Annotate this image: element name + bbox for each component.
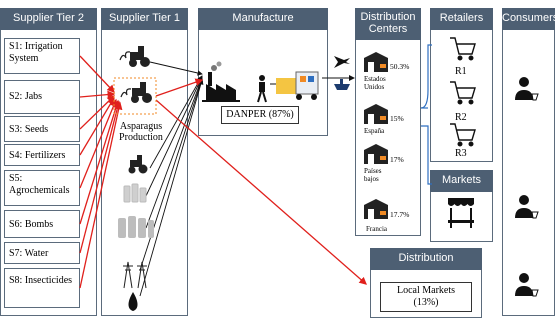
dc-share-1: 50.3%	[390, 62, 410, 71]
supplier-s5: S5: Agrochemicals	[4, 170, 80, 206]
warehouse-icon-1	[364, 52, 388, 72]
distribution-centers-header: Distribution Centers	[355, 8, 421, 40]
distribution-header: Distribution	[370, 248, 482, 270]
supplier-s7: S7: Water	[4, 242, 80, 264]
dc-name-2: España	[364, 127, 385, 135]
cart-icon-1	[450, 37, 476, 61]
ship-icon	[334, 79, 350, 90]
warehouse-icon-3	[364, 144, 388, 164]
manufacture-header: Manufacture	[198, 8, 328, 30]
supplier-s8: S8: Insecticides	[4, 268, 80, 308]
tractor-icon	[119, 46, 150, 67]
tier1-to-manufacture-arrows	[139, 61, 204, 297]
asparagus-tractor-icon	[120, 82, 152, 103]
tractor-small-icon	[128, 155, 148, 174]
supplier-tier2-header: Supplier Tier 2	[0, 8, 97, 30]
distribution-arrows	[420, 44, 432, 185]
supplier-s6: S6: Bombs	[4, 210, 80, 238]
supplier-s2: S2: Jabs	[4, 80, 80, 114]
oil-drop-icon	[128, 292, 138, 311]
airplane-icon	[334, 56, 350, 68]
supplier-s4: S4: Fertilizers	[4, 144, 80, 166]
retailers-column	[430, 8, 493, 162]
dc-share-4: 17.7%	[390, 210, 410, 219]
sacks-icon	[118, 216, 154, 238]
market-stall-icon	[448, 198, 474, 228]
dc-name-3: Países bajos	[364, 167, 382, 183]
production-arrows	[155, 78, 367, 285]
cart-icon-2	[450, 81, 476, 105]
consumer-icon-3	[515, 273, 539, 297]
markets-header: Markets	[430, 170, 493, 192]
local-markets-box: Local Markets (13%)	[380, 282, 472, 312]
dc-share-3: 17%	[390, 155, 404, 164]
retailer-r2: R2	[455, 112, 467, 123]
supplier-tier1-column	[101, 8, 188, 316]
retailers-header: Retailers	[430, 8, 493, 30]
worker-icon	[257, 75, 267, 103]
consumer-icon-2	[515, 195, 539, 219]
retailer-r3: R3	[455, 148, 467, 159]
dc-name-1: Estados Unidos	[364, 75, 386, 91]
asparagus-highlight	[113, 77, 157, 115]
consumer-icon-1	[515, 77, 539, 101]
pallet-truck-icon	[270, 71, 319, 100]
factory-icon	[202, 61, 240, 102]
dc-share-2: 15%	[390, 114, 404, 123]
supplier-s1: S1: Irrigation System	[4, 38, 80, 74]
danper-box: DANPER (87%)	[221, 106, 299, 124]
bottles-icon	[123, 183, 147, 203]
supplier-tier1-header: Supplier Tier 1	[101, 8, 188, 30]
consumers-header: Consumers	[502, 8, 555, 30]
cart-icon-3	[450, 123, 476, 147]
power-tower-icon	[123, 261, 147, 289]
supplier-to-tier1-arrows	[79, 55, 123, 289]
asparagus-production-label: Asparagus Production	[119, 121, 163, 143]
warehouse-icon-4	[364, 199, 388, 219]
dc-name-4: Francia	[366, 225, 387, 233]
retailer-r1: R1	[455, 66, 467, 77]
warehouse-icon-2	[364, 104, 388, 124]
supplier-s3: S3: Seeds	[4, 116, 80, 142]
